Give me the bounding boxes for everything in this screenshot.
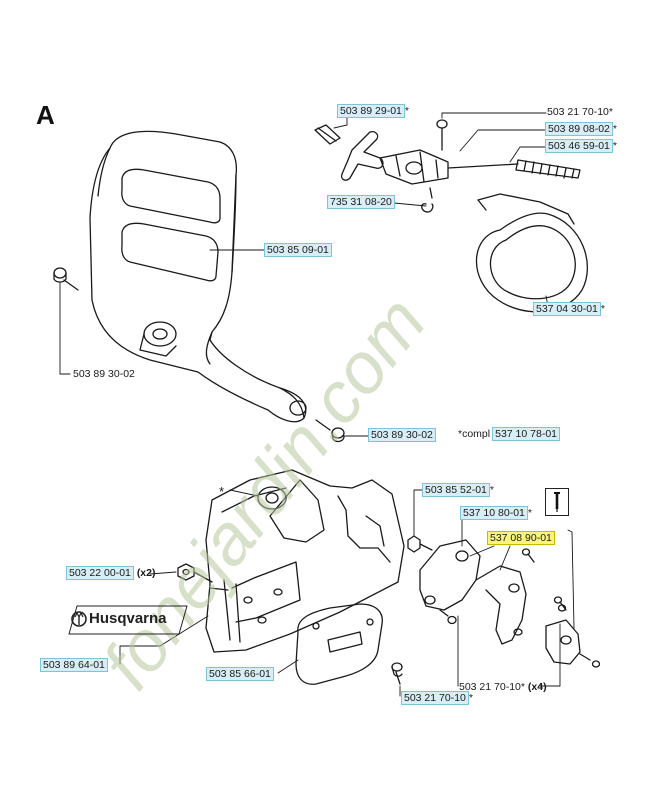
- part-number: 503 89 64-01: [40, 658, 108, 672]
- label-part-503-21-70-10-top: 503 21 70-10*: [547, 106, 613, 118]
- chain-catcher-assembly: [407, 535, 601, 668]
- bar-plate: [295, 603, 383, 685]
- label-suffix: *: [527, 507, 532, 519]
- part-number: 503 85 66-01: [206, 667, 274, 681]
- label-part-503-89-29-01: 503 89 29-01*: [337, 104, 409, 118]
- label-part-503-22-00-01: 503 22 00-01 (x2): [66, 566, 156, 580]
- section-letter: A: [36, 100, 55, 130]
- label-part-503-85-52-01: 503 85 52-01*: [422, 483, 494, 497]
- part-number: 503 21 70-10: [401, 691, 469, 705]
- clutch-cover: [205, 469, 405, 653]
- label-suffix: (x2): [136, 567, 156, 579]
- part-number: 537 10 80-01: [460, 506, 528, 520]
- part-number-highlighted: 537 08 90-01: [487, 531, 555, 545]
- decal-outline: [68, 605, 188, 635]
- screw-503-89-30-02-left: [53, 267, 79, 291]
- hand-guard: [89, 130, 307, 423]
- label-prefix: *compl: [458, 428, 491, 440]
- label-suffix: *: [489, 484, 494, 496]
- part-number: 537 10 78-01: [492, 427, 560, 441]
- brake-lever-assembly: [314, 119, 581, 225]
- nut-503-22-00-01: [177, 563, 213, 583]
- label-part-503-21-70-10-bottom: 503 21 70-10*: [401, 691, 473, 705]
- part-number: 503 22 00-01: [66, 566, 134, 580]
- label-part-537-08-90-01: 537 08 90-01: [487, 531, 555, 545]
- label-suffix: *: [468, 692, 473, 704]
- label-part-503-46-59-01: 503 46 59-01*: [545, 139, 617, 153]
- screwdriver-icon: [554, 492, 560, 512]
- label-part-503-85-66-01: 503 85 66-01: [206, 667, 274, 681]
- screw-503-21-70-10-bottom: [391, 662, 403, 685]
- label-part-503-85-09-01: 503 85 09-01: [264, 243, 332, 257]
- label-part-503-89-64-01: 503 89 64-01: [40, 658, 108, 672]
- part-number: 503 85 09-01: [264, 243, 332, 257]
- label-suffix: *: [612, 123, 617, 135]
- part-number: 503 89 29-01: [337, 104, 405, 118]
- star-marker: *: [219, 484, 225, 499]
- label-suffix: *: [612, 140, 617, 152]
- label-part-537-10-80-01: 537 10 80-01*: [460, 506, 532, 520]
- part-number: 503 89 08-02: [545, 122, 613, 136]
- label-part-537-04-30-01: 537 04 30-01*: [533, 302, 605, 316]
- label-part-503-89-30-02-right: 503 89 30-02: [368, 428, 436, 442]
- label-part-503-21-70-10-x4: 503 21 70-10* (x4): [457, 681, 549, 693]
- label-suffix: (x4): [527, 681, 547, 693]
- part-number: 503 46 59-01: [545, 139, 613, 153]
- leader-lines: [59, 110, 575, 697]
- part-number: 503 89 30-02: [368, 428, 436, 442]
- part-number: 735 31 08-20: [327, 195, 395, 209]
- brand-name: Husqvarna: [89, 610, 167, 627]
- label-suffix: *: [404, 105, 409, 117]
- part-number: 537 04 30-01: [533, 302, 601, 316]
- husqvarna-crown-icon: [71, 611, 87, 627]
- part-number: 503 85 52-01: [422, 483, 490, 497]
- brake-band: [475, 212, 589, 313]
- label-part-503-89-08-02: 503 89 08-02*: [545, 122, 617, 136]
- tool-symbol: [545, 488, 569, 516]
- brand-decal: Husqvarna: [67, 604, 189, 636]
- label-part-735-31-08-20: 735 31 08-20: [327, 195, 395, 209]
- label-suffix: *: [600, 303, 605, 315]
- label-part-503-89-30-02-left: 503 89 30-02: [73, 368, 135, 380]
- part-number: 503 21 70-10*: [459, 681, 525, 693]
- screw-503-89-30-02-right: [315, 419, 345, 443]
